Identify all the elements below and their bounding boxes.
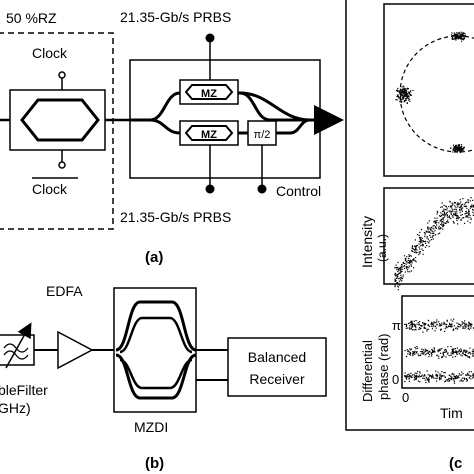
balanced-receiver-box <box>227 337 327 397</box>
receiver-label-2: Receiver <box>249 371 305 387</box>
mzdi-upper-arm <box>115 300 197 352</box>
mz-top-label: MZ <box>201 88 217 100</box>
panel-c-frame <box>345 0 474 431</box>
phase-pi-tick: π <box>392 318 401 333</box>
phase-ylabel-1: Differential <box>360 340 375 402</box>
clock-terminal-bottom <box>58 161 66 169</box>
rz-dashed-box <box>0 32 114 230</box>
rz-label: 50 %RZ <box>6 10 57 26</box>
mzdi-label: MZDI <box>134 419 168 435</box>
phase-trace <box>404 318 474 384</box>
clock-terminal-top <box>58 71 66 79</box>
mzdi-box <box>113 287 197 413</box>
mz-bottom-label: MZ <box>201 129 217 141</box>
time-tick-zero: 0 <box>402 390 409 405</box>
filter-label-1: bleFilter <box>0 382 48 398</box>
clock-bar-label: Clock <box>32 181 68 197</box>
edfa-amplifier-icon <box>57 330 94 370</box>
control-label: Control <box>276 183 321 199</box>
phase-shift-label: π/2 <box>254 129 271 141</box>
prbs-top-terminal <box>205 33 215 43</box>
control-terminal <box>257 184 267 194</box>
clock-modulator-symbol <box>20 98 100 142</box>
phase-shifter-box <box>247 120 277 146</box>
caption-c: (c <box>449 455 462 472</box>
prbs-bottom-terminal <box>205 184 215 194</box>
clock-label: Clock <box>32 45 68 61</box>
prbs-bottom-label: 21.35-Gb/s PRBS <box>120 209 231 225</box>
mzdi-lower-arm <box>115 353 197 400</box>
constellation-points <box>395 31 467 153</box>
tunable-arrow-icon <box>5 322 32 369</box>
caption-a: (a) <box>145 249 163 266</box>
time-axis-label: Tim <box>440 405 463 421</box>
edfa-label: EDFA <box>46 283 83 299</box>
caption-b: (b) <box>145 455 164 472</box>
receiver-label-1: Balanced <box>248 349 306 365</box>
prbs-top-label: 21.35-Gb/s PRBS <box>120 9 231 25</box>
intensity-trace <box>394 197 474 291</box>
intensity-ylabel-2: (a.u.) <box>375 234 389 262</box>
phase-zero-tick: 0 <box>392 372 399 387</box>
filter-label-2: GHz) <box>0 400 31 416</box>
phase-ylabel-2: phase (rad) <box>376 334 391 400</box>
intensity-ylabel-1: Intensity <box>359 216 375 268</box>
